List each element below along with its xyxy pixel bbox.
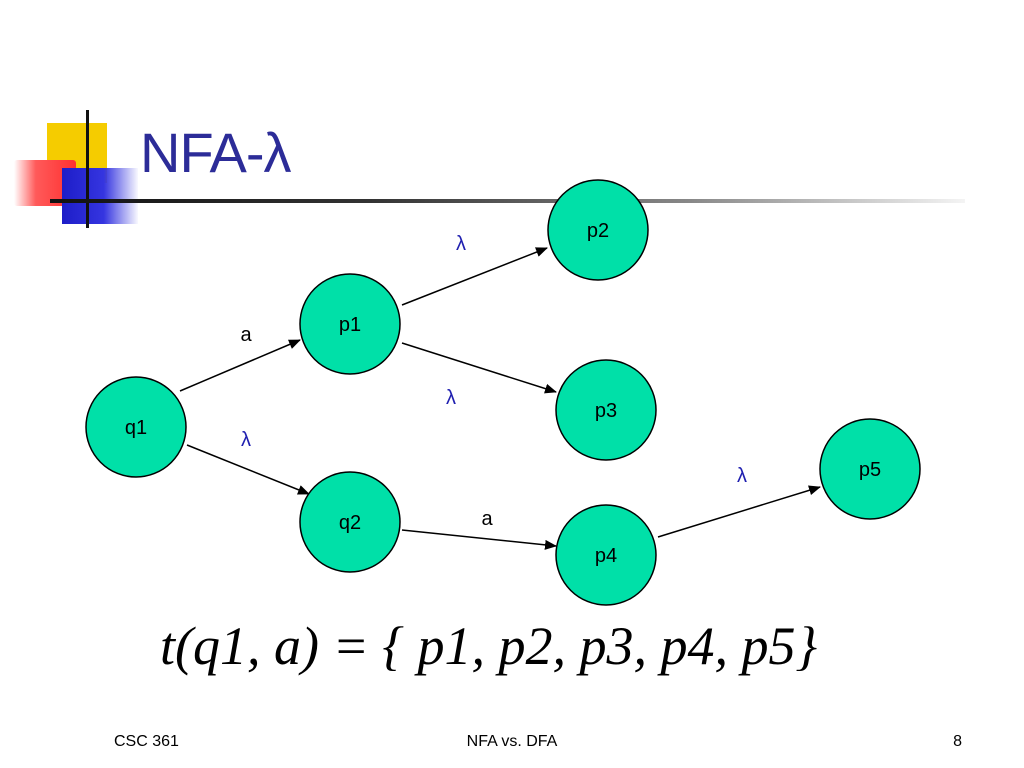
logo-vertical-line [86, 110, 89, 228]
edge-label-q2-p4: a [481, 508, 493, 530]
edge-p4-p5 [657, 485, 821, 538]
edge-p1-p3 [401, 342, 557, 394]
footer-topic: NFA vs. DFA [466, 733, 558, 750]
edge-label-p4-p5: λ [737, 465, 747, 487]
state-label-p3: p3 [595, 400, 617, 422]
state-node-p2 [547, 179, 649, 281]
edge-label-p1-p2: λ [456, 233, 466, 255]
state-node-p1 [299, 273, 401, 375]
edge-q1-p1 [179, 339, 301, 392]
edge-label-p1-p3: λ [446, 387, 456, 409]
edge-label-q1-q2: λ [241, 429, 251, 451]
state-node-p5 [819, 418, 921, 520]
logo-blue-square [62, 168, 138, 224]
state-node-q2 [299, 471, 401, 573]
slide-logo-decoration [0, 0, 140, 240]
edge-q2-p4 [401, 529, 557, 550]
state-node-q1 [85, 376, 187, 478]
footer-course: CSC 361 [114, 733, 179, 750]
state-label-q2: q2 [339, 512, 361, 534]
footer-page-number: 8 [953, 733, 962, 750]
state-node-p3 [555, 359, 657, 461]
state-node-p4 [555, 504, 657, 606]
title-underline [50, 199, 965, 203]
state-label-p2: p2 [587, 220, 609, 242]
edge-q1-q2 [186, 444, 310, 495]
edge-p1-p2 [401, 247, 548, 306]
edge-label-q1-p1: a [240, 324, 252, 346]
state-label-p1: p1 [339, 314, 361, 336]
transition-formula: t(q1, a) = { p1, p2, p3, p4, p5} [160, 616, 818, 676]
state-label-q1: q1 [125, 417, 147, 439]
state-label-p5: p5 [859, 459, 881, 481]
state-label-p4: p4 [595, 545, 617, 567]
slide-title: NFA-λ [140, 121, 292, 184]
